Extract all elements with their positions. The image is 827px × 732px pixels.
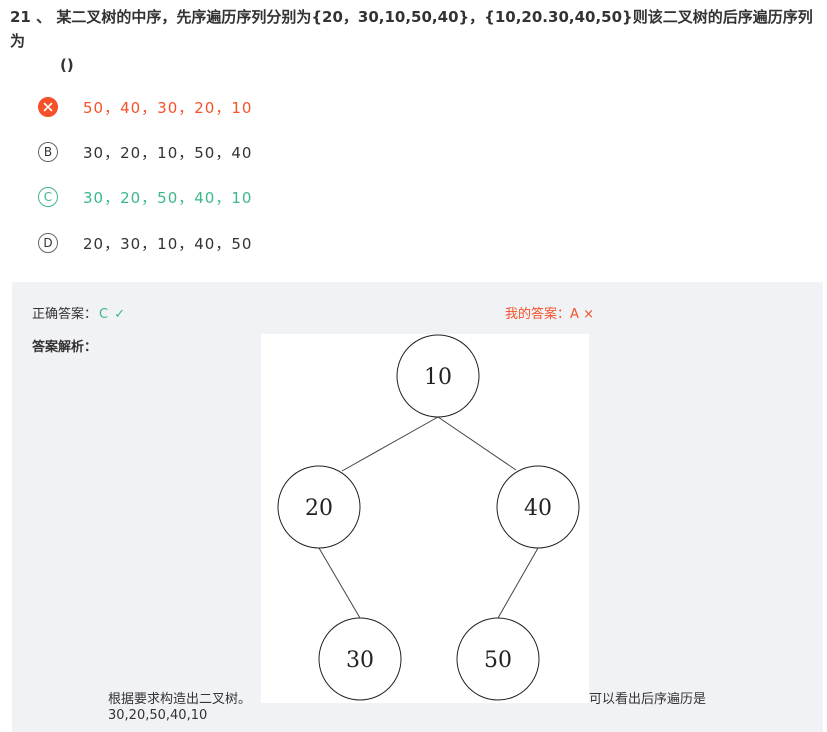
explanation-text-after: 可以看出后序遍历是	[589, 692, 707, 707]
tree-node-40	[496, 465, 580, 549]
tree-node-40-label: 40	[524, 496, 552, 521]
option-a-text: 50，40，30，20，10	[83, 98, 253, 117]
x-icon	[38, 97, 58, 117]
question-stem: 21 、 某二叉树的中序，先序遍历序列分别为{20，30,10,50,40}，{…	[10, 5, 825, 77]
edge-40-50	[497, 547, 539, 619]
option-d-text: 20，30，10，40，50	[83, 234, 253, 253]
tree-node-10-label: 10	[424, 365, 452, 390]
tree-node-10	[396, 334, 480, 418]
tree-node-50-label: 50	[484, 648, 512, 673]
option-b[interactable]: B 30，20，10，50，40	[38, 139, 252, 165]
edge-20-30	[318, 547, 361, 619]
option-b-text: 30，20，10，50，40	[83, 143, 253, 162]
my-answer: 我的答案：A ×	[505, 303, 594, 322]
tree-node-20	[277, 465, 361, 549]
option-b-badge: B	[38, 142, 58, 162]
tree-node-50	[456, 617, 540, 701]
my-answer-value: A	[570, 307, 579, 322]
answer-analysis-panel: 正确答案：C ✓ 我的答案：A × 答案解析： 10 20	[12, 282, 823, 732]
question-text: 某二叉树的中序，先序遍历序列分别为{20，30,10,50,40}，{10,20…	[10, 8, 813, 50]
explanation-result: 30,20,50,40,10	[108, 708, 208, 723]
option-d-badge: D	[38, 233, 58, 253]
tree-node-20-label: 20	[305, 496, 333, 521]
correct-answer-value: C	[99, 307, 109, 322]
option-c-badge: C	[38, 187, 58, 207]
tree-node-30-label: 30	[346, 648, 374, 673]
check-icon: ✓	[114, 307, 126, 322]
tree-node-30	[318, 617, 402, 701]
edge-10-40	[437, 416, 517, 471]
option-c[interactable]: C 30，20，50，40，10	[38, 184, 252, 210]
explanation-title: 答案解析：	[32, 340, 98, 355]
explanation-text-before: 根据要求构造出二叉树。	[108, 692, 252, 707]
question-blank: ()	[60, 56, 74, 74]
option-c-text: 30，20，50，40，10	[83, 188, 253, 207]
correct-answer-label: 正确答案：	[32, 307, 98, 322]
cross-icon: ×	[583, 307, 594, 322]
question-separator: 、	[36, 8, 52, 26]
option-d[interactable]: D 20，30，10，40，50	[38, 230, 252, 256]
my-answer-label: 我的答案：	[505, 307, 571, 322]
binary-tree-diagram: 10 20 40 30 50	[261, 334, 589, 703]
correct-answer: 正确答案：C ✓	[32, 303, 125, 322]
question-number: 21	[10, 8, 31, 26]
option-a[interactable]: 50，40，30，20，10	[38, 94, 252, 120]
edge-10-20	[341, 416, 439, 472]
